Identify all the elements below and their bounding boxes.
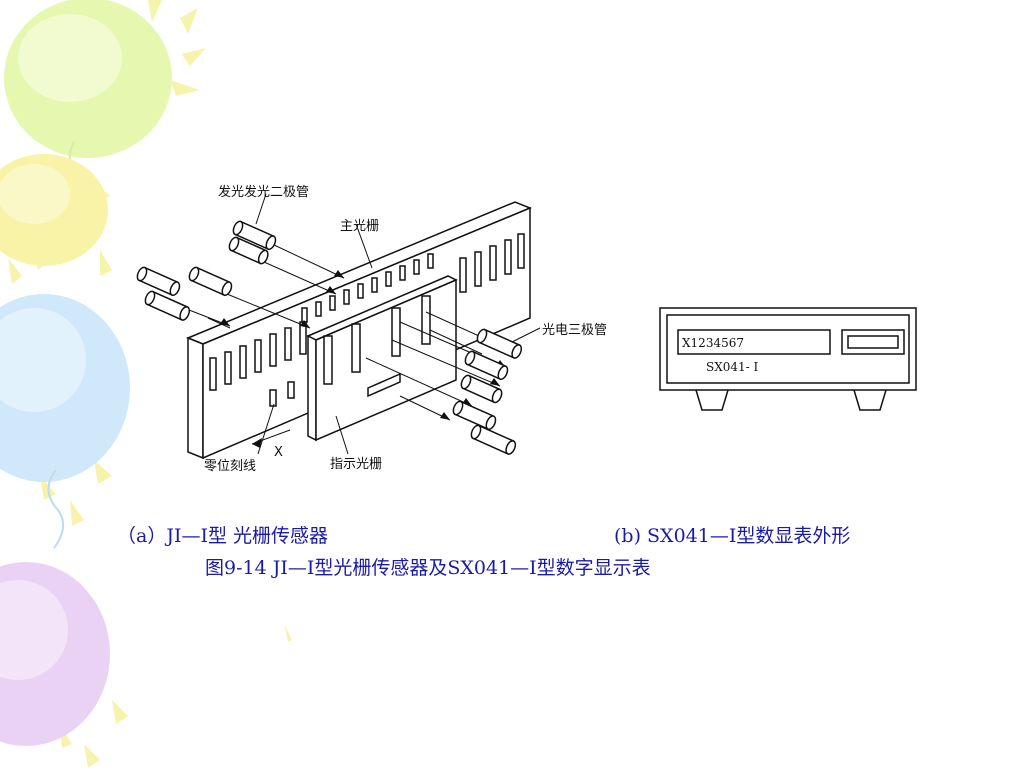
display-readout: X1234567 (682, 336, 744, 350)
led-cylinders (136, 220, 277, 321)
main-grating-top-slots (301, 253, 434, 323)
readout-window (677, 329, 831, 355)
digital-display-meter (659, 307, 917, 411)
meter-foot-left (695, 389, 729, 411)
meter-foot-right (853, 389, 887, 411)
figure-drawing: 发光发光二极管 主光栅 光电三极管 零位刻线 指示光栅 X X1234567 S… (136, 184, 917, 474)
label-led: 发光发光二极管 (218, 184, 309, 200)
figure-caption: 图9-14 JI—Ⅰ型光栅传感器及SX041—Ⅰ型数字显示表 (205, 557, 651, 579)
main-grating-right-slots (459, 233, 525, 293)
purple-balloon (0, 562, 110, 746)
yellow-balloon (0, 154, 108, 266)
label-photodiode: 光电三极管 (542, 323, 607, 338)
label-zero-mark: 零位刻线 (204, 459, 256, 474)
caption-part-b: (b) SX041—Ⅰ型数显表外形 (614, 525, 851, 547)
grating-sensor-figure: 发光发光二极管 主光栅 光电三极管 零位刻线 指示光栅 X X1234567 S… (130, 158, 930, 488)
light-beams (183, 243, 511, 421)
blue-balloon (0, 294, 130, 549)
caption-part-a: （a）JI—Ⅰ型 光栅传感器 (117, 525, 328, 547)
label-main-grating: 主光栅 (340, 219, 379, 234)
green-balloon (4, 0, 172, 201)
photodiode-cylinders (452, 328, 523, 455)
display-model: SX041- I (706, 360, 759, 374)
label-axis-x: X (274, 445, 283, 460)
label-index-grating: 指示光栅 (330, 457, 382, 472)
